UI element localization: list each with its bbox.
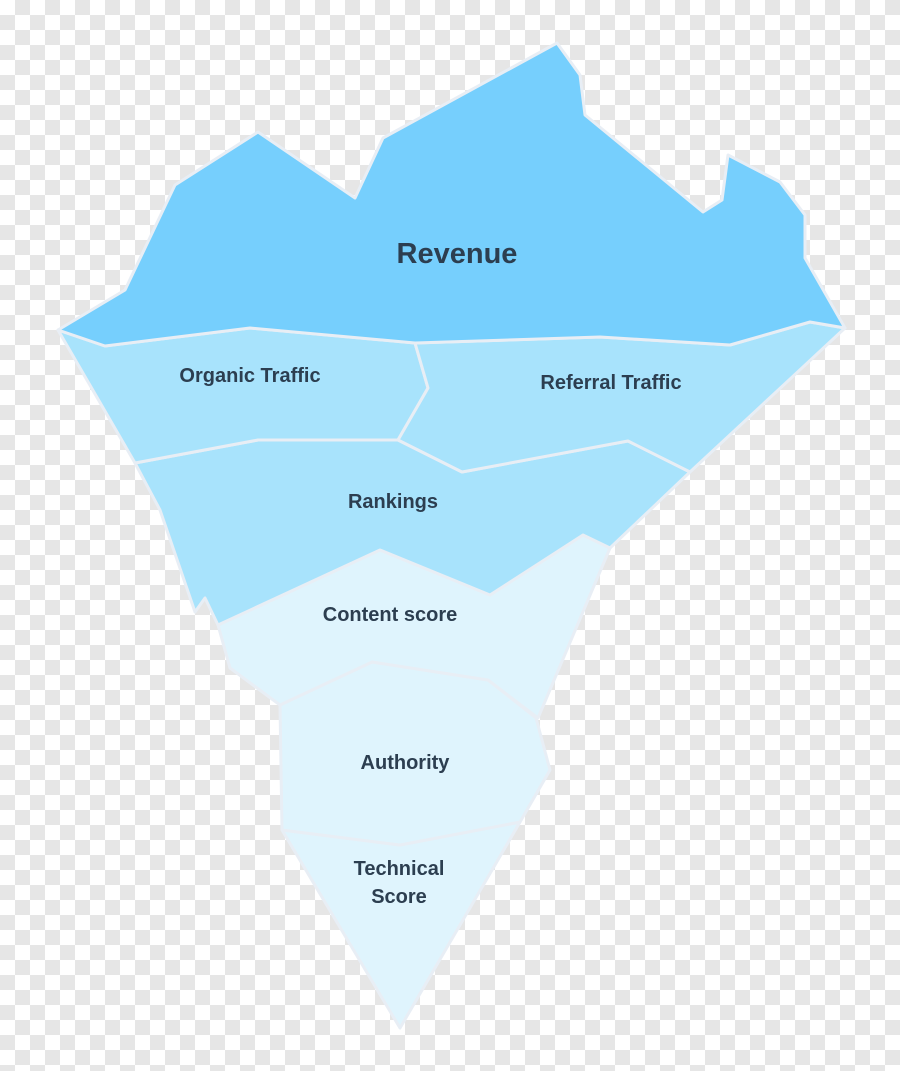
- content-score-label: Content score: [323, 604, 457, 626]
- authority-label: Authority: [361, 752, 451, 774]
- revenue-segment: [56, 41, 847, 348]
- referral-traffic-label: Referral Traffic: [540, 372, 681, 394]
- technical-score-label-line2: Score: [371, 886, 427, 908]
- organic-traffic-label: Organic Traffic: [179, 365, 320, 387]
- technical-score-label-line1: Technical: [354, 858, 445, 880]
- rankings-label: Rankings: [348, 491, 438, 513]
- technical-score-segment: [280, 820, 522, 1030]
- revenue-label: Revenue: [397, 238, 518, 270]
